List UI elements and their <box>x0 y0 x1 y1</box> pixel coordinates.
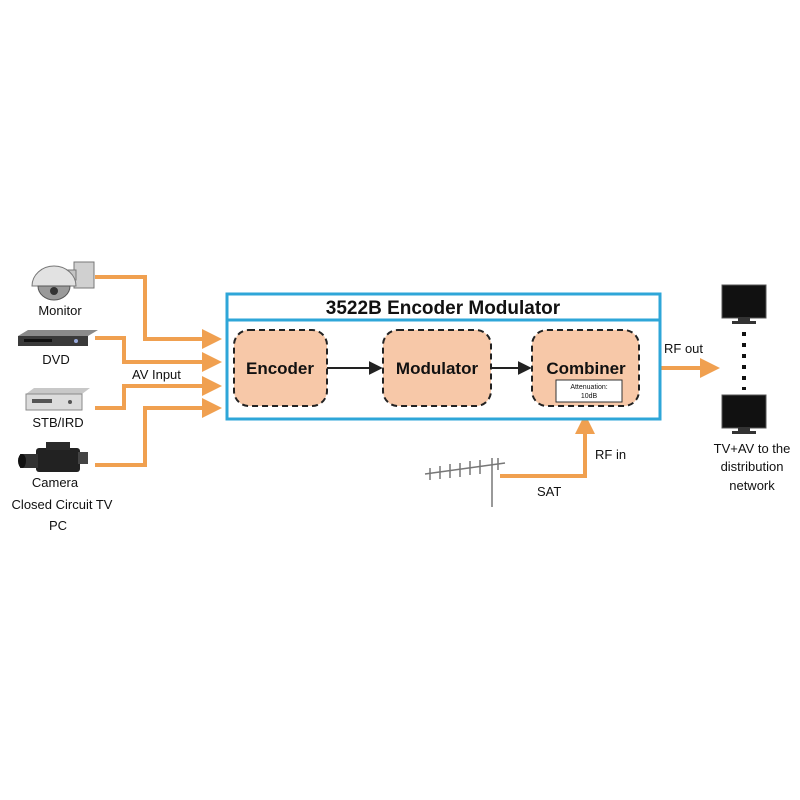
sat-label: SAT <box>537 484 561 499</box>
input-signal-lines <box>95 275 720 478</box>
combiner-block: Combiner Attenuation: 10dB <box>531 329 640 407</box>
pc-label: PC <box>49 518 67 533</box>
av-input-label: AV Input <box>132 367 181 382</box>
modulator-block: Modulator <box>382 329 492 407</box>
attenuation-label: Attenuation: <box>570 384 607 391</box>
dvd-signal-line <box>95 336 222 372</box>
encoder-block: Encoder <box>233 329 328 407</box>
output-label-line2: distribution <box>721 459 784 474</box>
frame-title: 3522B Encoder Modulator <box>326 298 561 319</box>
dvd-player-icon <box>18 330 98 346</box>
camera-signal-line <box>95 398 222 467</box>
output-label-line3: network <box>729 478 775 493</box>
encoder-label: Encoder <box>246 359 314 378</box>
antenna-icon <box>424 458 506 507</box>
modulator-label: Modulator <box>396 359 479 378</box>
output-label-line1: TV+AV to the <box>714 441 791 456</box>
rf-in-line <box>500 414 595 478</box>
camera-label: Camera <box>32 475 79 490</box>
dvd-label: DVD <box>42 352 69 367</box>
dome-camera-icon <box>31 261 95 301</box>
tv-screen-icon <box>721 284 767 324</box>
stb-label: STB/IRD <box>32 415 83 430</box>
combiner-label: Combiner <box>546 359 626 378</box>
stb-signal-line <box>95 376 222 410</box>
rf-in-label: RF in <box>595 447 626 462</box>
tv-screen-icon <box>721 394 767 434</box>
monitor-label: Monitor <box>38 303 82 318</box>
camcorder-icon <box>18 442 88 472</box>
cctv-label: Closed Circuit TV <box>12 497 113 512</box>
attenuation-value: 10dB <box>581 393 598 400</box>
set-top-box-icon <box>25 388 90 411</box>
rf-out-label: RF out <box>664 341 703 356</box>
monitor-signal-line <box>95 275 222 349</box>
attenuation-box <box>555 379 623 403</box>
